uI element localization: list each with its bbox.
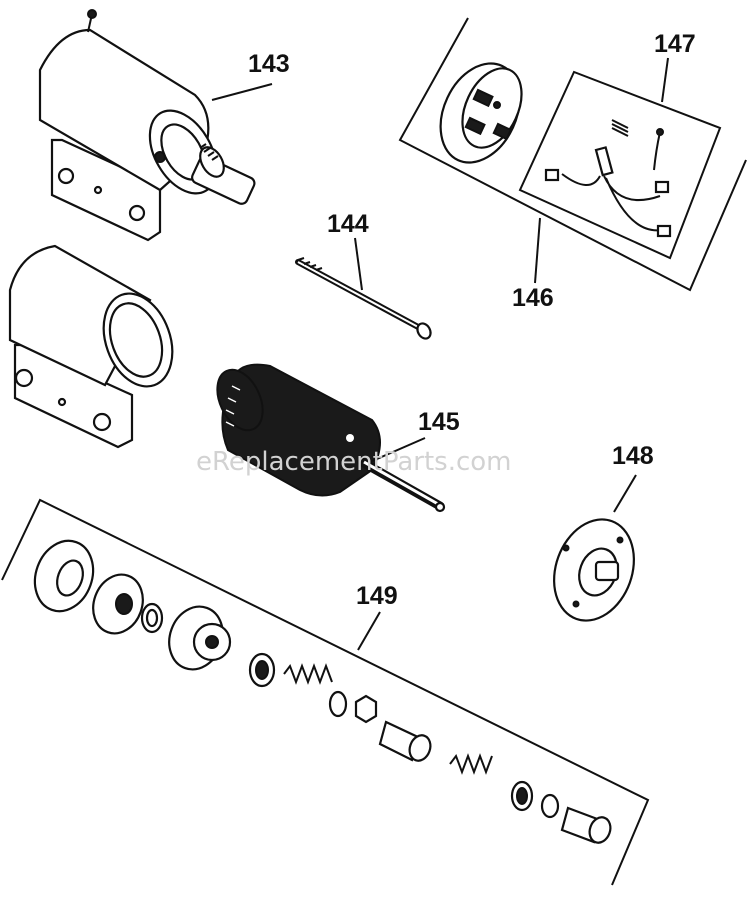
leader-147 bbox=[661, 57, 669, 103]
callout-149: 149 bbox=[356, 582, 398, 610]
leader-149 bbox=[357, 611, 381, 651]
part-end-plate-148[interactable] bbox=[541, 508, 648, 632]
callout-146: 146 bbox=[512, 284, 554, 312]
watermark: eReplacementParts.com bbox=[196, 447, 512, 477]
callout-148: 148 bbox=[612, 442, 654, 470]
part-brush-kit-147[interactable] bbox=[518, 70, 722, 260]
callout-147: 147 bbox=[654, 30, 696, 58]
leader-148 bbox=[613, 474, 637, 513]
leader-146 bbox=[534, 217, 541, 284]
callout-145: 145 bbox=[418, 408, 460, 436]
part-end-cap-kit-146[interactable] bbox=[398, 17, 747, 292]
leader-143 bbox=[211, 83, 273, 101]
leader-145 bbox=[369, 437, 426, 463]
callout-143: 143 bbox=[248, 50, 290, 78]
leader-144 bbox=[354, 237, 363, 291]
part-through-bolt-144[interactable] bbox=[295, 257, 433, 341]
part-starter-motor-143[interactable] bbox=[38, 9, 256, 242]
part-drive-kit-149[interactable] bbox=[1, 498, 650, 886]
callout-144: 144 bbox=[327, 210, 369, 238]
part-motor-frame[interactable] bbox=[8, 244, 184, 449]
part-armature-145[interactable] bbox=[208, 363, 446, 513]
